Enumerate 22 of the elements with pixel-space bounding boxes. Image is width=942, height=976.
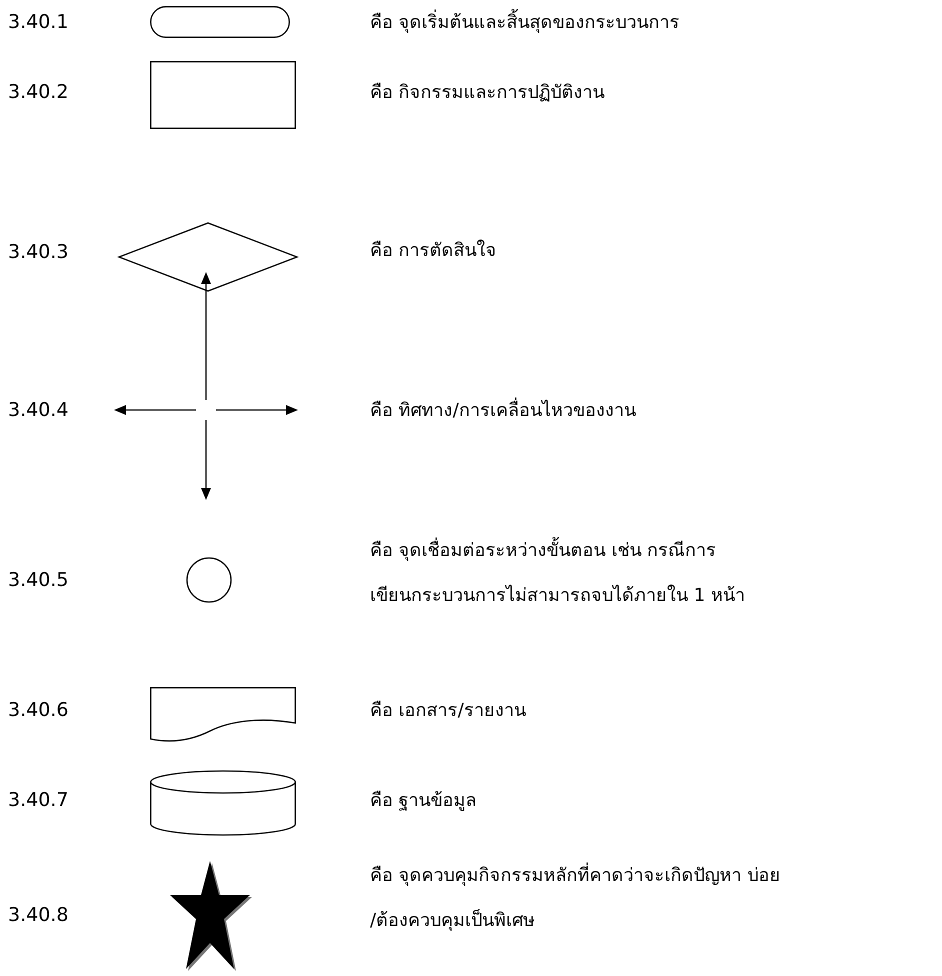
symbol-description: คือ จุดเริ่มต้นและสิ้นสุดของกระบวนการ xyxy=(370,0,936,45)
symbol-description: คือ กิจกรรมและการปฏิบัติงาน xyxy=(370,81,606,105)
symbol-number: 3.40.2 xyxy=(8,80,68,104)
terminator-symbol xyxy=(150,6,290,38)
database-symbol xyxy=(150,770,296,836)
symbol-number: 3.40.7 xyxy=(8,788,68,812)
symbol-description: คือ จุดเชื่อมต่อระหว่างขั้นตอน เช่น กรณีการ เขียนกระบวนการไม่สามารถจบได้ภายใน 1 หน้า xyxy=(370,528,936,618)
symbol-description: คือ จุดควบคุมกิจกรรมหลักที่คาดว่าจะเกิดปัญหา บ่อย /ต้องควบคุมเป็นพิเศษ xyxy=(370,853,825,943)
symbol-number: 3.40.1 xyxy=(8,10,68,34)
document-symbol xyxy=(150,687,296,743)
symbol-description: คือ เอกสาร/รายงาน xyxy=(370,699,527,723)
symbol-number: 3.40.5 xyxy=(8,568,68,592)
process-symbol xyxy=(150,61,296,129)
connector-circle-symbol xyxy=(186,557,232,603)
symbol-number: 3.40.4 xyxy=(8,398,68,422)
decision-symbol xyxy=(118,222,298,292)
symbol-description: คือ ฐานข้อมูล xyxy=(370,789,478,813)
symbol-number: 3.40.3 xyxy=(8,240,68,264)
symbol-number: 3.40.8 xyxy=(8,903,68,927)
symbol-number: 3.40.6 xyxy=(8,698,68,722)
symbol-description: คือ ทิศทาง/การเคลื่อนไหวของงาน xyxy=(370,388,936,433)
symbol-description: คือ การตัดสินใจ xyxy=(370,238,498,263)
